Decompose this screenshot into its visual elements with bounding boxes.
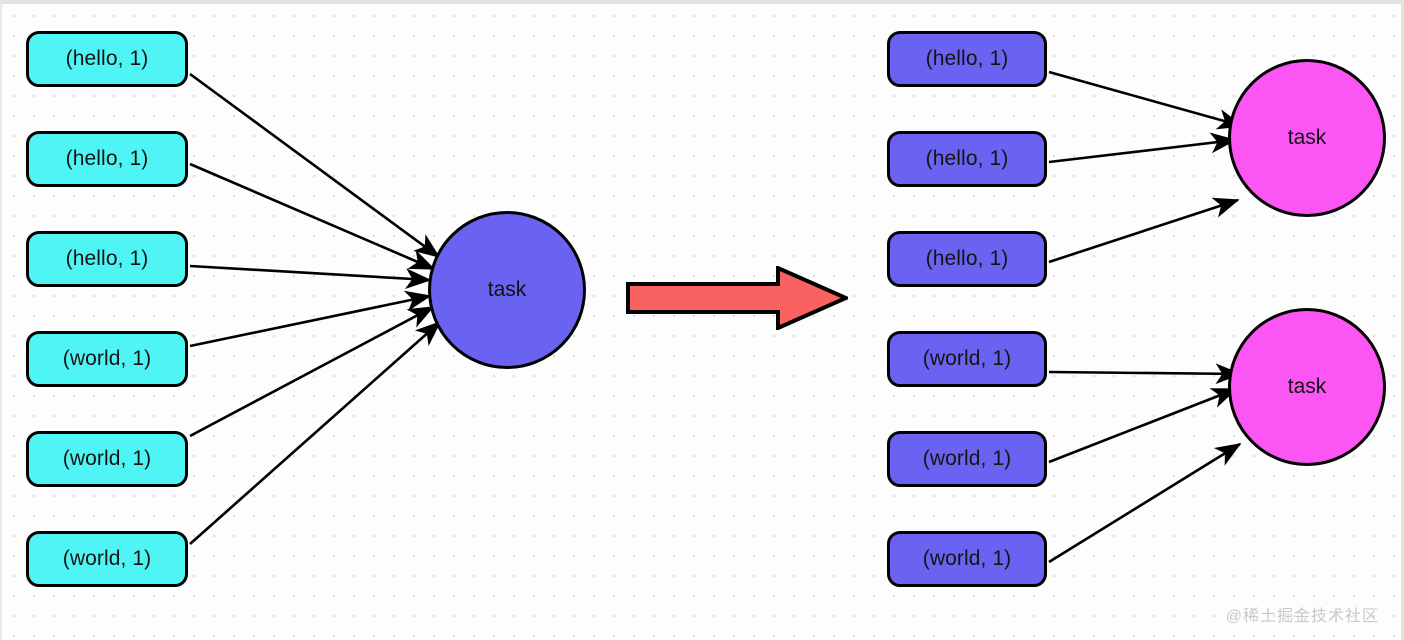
- kv-box[interactable]: (world, 1): [26, 431, 188, 487]
- kv-box[interactable]: (world, 1): [26, 331, 188, 387]
- left-task-label: task: [487, 278, 527, 301]
- kv-box[interactable]: (world, 1): [887, 531, 1047, 587]
- right-task-label: task: [1287, 126, 1327, 149]
- right-task-circle[interactable]: task: [1228, 308, 1386, 466]
- edge-arrow: [1048, 442, 1242, 564]
- edge-arrow: [189, 290, 432, 348]
- edge-arrow: [189, 305, 435, 438]
- left-edges: [189, 72, 442, 545]
- kv-box-label: (hello, 1): [65, 247, 149, 270]
- kv-box-label: (hello, 1): [925, 247, 1009, 270]
- edge-arrow: [189, 320, 442, 545]
- watermark: @稀土掘金技术社区: [1225, 608, 1379, 625]
- edge-arrow: [1048, 197, 1240, 264]
- kv-box[interactable]: (hello, 1): [26, 231, 188, 287]
- kv-box-label: (world, 1): [922, 447, 1012, 470]
- kv-box[interactable]: (world, 1): [887, 331, 1047, 387]
- edge-arrow: [1048, 387, 1238, 464]
- kv-box[interactable]: (hello, 1): [26, 131, 188, 187]
- edge-arrow: [1048, 363, 1242, 385]
- kv-box[interactable]: (hello, 1): [887, 31, 1047, 87]
- left-task-circle[interactable]: task: [428, 211, 586, 369]
- right-task-label: task: [1287, 375, 1327, 398]
- shuffle-arrow-icon: [626, 266, 848, 330]
- kv-box-label: (hello, 1): [925, 47, 1009, 70]
- kv-box-label: (world, 1): [62, 447, 152, 470]
- kv-box-label: (hello, 1): [65, 47, 149, 70]
- kv-box-label: (world, 1): [62, 347, 152, 370]
- kv-box[interactable]: (hello, 1): [26, 31, 188, 87]
- kv-box[interactable]: (world, 1): [887, 431, 1047, 487]
- right-edges: [1048, 70, 1244, 564]
- edge-arrow: [189, 72, 441, 259]
- kv-box[interactable]: (hello, 1): [887, 131, 1047, 187]
- kv-box-label: (world, 1): [62, 547, 152, 570]
- kv-box-label: (world, 1): [922, 347, 1012, 370]
- kv-box[interactable]: (hello, 1): [887, 231, 1047, 287]
- kv-box-label: (hello, 1): [925, 147, 1009, 170]
- right-task-circle[interactable]: task: [1228, 59, 1386, 217]
- edge-arrow: [1048, 132, 1237, 164]
- edge-arrow: [189, 162, 436, 271]
- kv-box[interactable]: (world, 1): [26, 531, 188, 587]
- kv-box-label: (world, 1): [922, 547, 1012, 570]
- edge-arrow: [1048, 70, 1244, 130]
- edge-arrow: [189, 264, 432, 289]
- kv-box-label: (hello, 1): [65, 147, 149, 170]
